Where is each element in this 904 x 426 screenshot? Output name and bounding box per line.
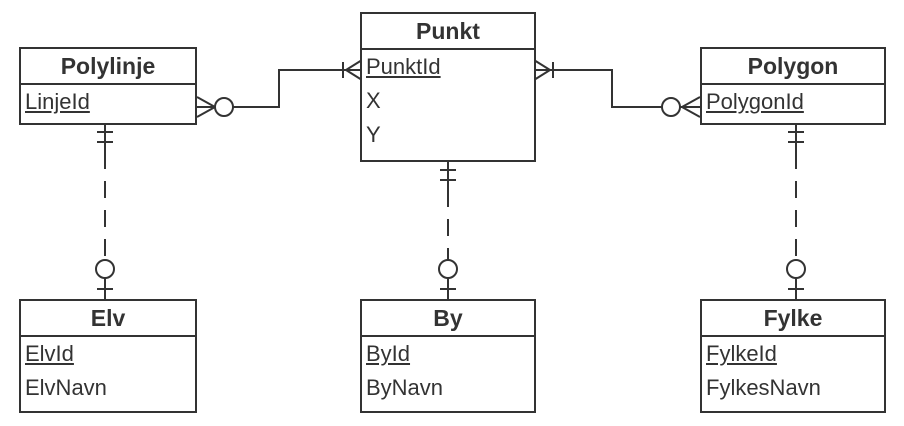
attribute-primary-key: PolygonId bbox=[706, 89, 804, 114]
entity-title: By bbox=[362, 301, 534, 337]
entity-punkt[interactable]: Punkt PunktId X Y bbox=[360, 12, 536, 162]
entity-fylke[interactable]: Fylke FylkeId FylkesNavn bbox=[700, 299, 886, 413]
rel-polygon-fylke bbox=[786, 125, 806, 299]
attribute: FylkesNavn bbox=[706, 375, 821, 400]
rel-polylinje-punkt bbox=[196, 59, 363, 118]
entity-title: Elv bbox=[21, 301, 195, 337]
entity-polylinje[interactable]: Polylinje LinjeId bbox=[19, 47, 197, 125]
attribute: X bbox=[366, 88, 381, 113]
attribute: ByNavn bbox=[366, 375, 444, 400]
entity-title: Polylinje bbox=[21, 49, 195, 85]
attribute-primary-key: FylkeId bbox=[706, 341, 777, 366]
rel-polylinje-elv bbox=[95, 125, 115, 299]
entity-by[interactable]: By ById ByNavn bbox=[360, 299, 536, 413]
entity-elv[interactable]: Elv ElvId ElvNavn bbox=[19, 299, 197, 413]
entity-title: Fylke bbox=[702, 301, 884, 337]
entity-title: Punkt bbox=[362, 14, 534, 50]
entity-polygon[interactable]: Polygon PolygonId bbox=[700, 47, 886, 125]
attribute: ElvNavn bbox=[25, 375, 107, 400]
rel-punkt-by bbox=[438, 162, 458, 299]
entity-title: Polygon bbox=[702, 49, 884, 85]
rel-punkt-polygon bbox=[533, 59, 701, 118]
attribute: Y bbox=[366, 122, 381, 147]
attribute-primary-key: ById bbox=[366, 341, 411, 366]
attribute-primary-key: LinjeId bbox=[25, 89, 90, 114]
attribute-primary-key: PunktId bbox=[366, 54, 441, 79]
attribute-primary-key: ElvId bbox=[25, 341, 74, 366]
